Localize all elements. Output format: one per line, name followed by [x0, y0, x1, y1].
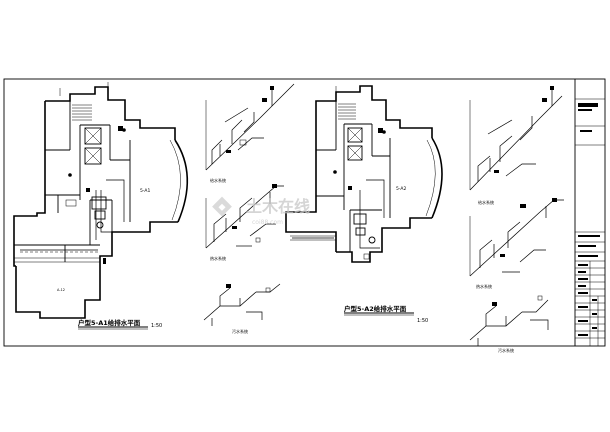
title-block: [575, 98, 605, 346]
left-floor-plan: 5-A1 A-12: [13, 82, 189, 319]
watermark-subtext: coi88.com: [252, 219, 283, 226]
system-label-3: 污水系统: [232, 328, 248, 334]
system-label-4: 给水系统: [478, 199, 494, 205]
right-plan-title: 户型5-A2给排水平面: [344, 304, 407, 313]
system-label-2: 热水系统: [210, 255, 226, 261]
system-label-1: 给水系统: [210, 177, 226, 183]
left-plan-scale: 1:50: [151, 323, 162, 329]
sheet-border: [3, 78, 606, 347]
right-room-tag: 5-A2: [396, 186, 406, 192]
right-floor-plan: 5-A2: [285, 85, 443, 263]
watermark: 土木在线 coi88.com: [212, 196, 310, 226]
left-plan-title: 户型5-A1给排水平面: [78, 318, 141, 327]
right-plan-scale: 1:50: [417, 318, 428, 324]
left-lower-tag: A-12: [57, 288, 65, 292]
left-room-tag: 5-A1: [140, 188, 150, 194]
watermark-text: 土木在线: [246, 197, 310, 216]
right-isometric-diagrams: 给水系统 热水系统 污水系统: [469, 86, 564, 353]
system-label-6: 污水系统: [498, 347, 514, 353]
system-label-5: 热水系统: [476, 283, 492, 289]
middle-isometric-diagrams: 给水系统 热水系统 污水系统: [203, 83, 295, 334]
